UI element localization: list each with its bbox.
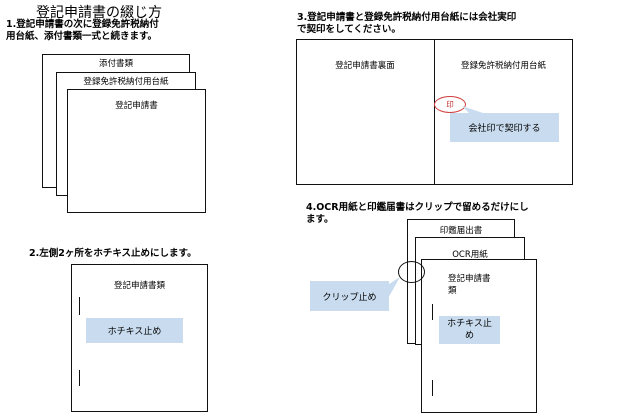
- doc-application: 登記申請書: [67, 89, 206, 213]
- staple-callout-4-line1: ホチキス止: [447, 319, 492, 329]
- doc-app-line1: 登記申請書: [448, 274, 491, 284]
- doc-ocr-label: OCR用紙: [452, 250, 488, 260]
- step1-text-line2: 用台紙、添付書類一式と続きます。: [6, 31, 158, 42]
- stapled-doc-label: 登記申請書類: [113, 281, 165, 291]
- staple-callout: ホチキス止め: [86, 318, 183, 343]
- staple-callout-4-line2: め: [464, 331, 474, 341]
- spread-fold: [434, 39, 435, 185]
- step3-text-line2: で契印をしてください。: [297, 24, 401, 35]
- staple-mark-4-bottom: [432, 380, 433, 396]
- step4-text-line1: 4.OCR用紙と印鑑届書はクリップで留めるだけにし: [306, 202, 529, 213]
- staple-callout-4: ホチキス止 め: [439, 316, 500, 344]
- clip-circle-icon: [398, 261, 425, 283]
- doc-app-line2: 類: [448, 286, 457, 296]
- clip-callout: クリップ止め: [310, 281, 389, 311]
- step3-instruction: 3.登記申請書と登録免許税納付用台紙には会社実印 で契印をしてください。: [297, 12, 516, 36]
- step4-instruction: 4.OCR用紙と印鑑届書はクリップで留めるだけにし ます。: [306, 202, 529, 226]
- step3-text-line1: 3.登記申請書と登録免許税納付用台紙には会社実印: [297, 12, 517, 23]
- doc-tax-mount-label: 登録免許税納付用台紙: [83, 77, 169, 87]
- doc-application-set-label: 登記申請書 類: [448, 273, 536, 297]
- doc-application-label: 登記申請書: [115, 101, 158, 111]
- step2-instruction: 2.左側2ヶ所をホチキス止めにします。: [29, 248, 197, 259]
- staple-mark-bottom: [79, 370, 80, 386]
- staple-mark-4-top: [432, 304, 433, 320]
- seal-mark-icon: 印: [434, 96, 466, 113]
- doc-seal-notice-label: 印鑑届出書: [439, 226, 483, 236]
- step4-text-line2: ます。: [306, 214, 334, 225]
- step1-instruction: 1.登記申請書の次に登録免許税納付 用台紙、添付書類一式と続きます。: [6, 19, 159, 43]
- right-page-label: 登録免許税納付用台紙: [460, 61, 546, 71]
- left-page-label: 登記申請書裏面: [335, 61, 395, 71]
- staple-mark-top: [79, 297, 80, 315]
- page-title: 登記申請書の綴じ方: [36, 5, 162, 21]
- doc-attached-label: 添付書類: [98, 59, 133, 69]
- step1-text-line1: 1.登記申請書の次に登録免許税納付: [6, 19, 159, 30]
- seal-callout: 会社印で契印する: [450, 113, 559, 142]
